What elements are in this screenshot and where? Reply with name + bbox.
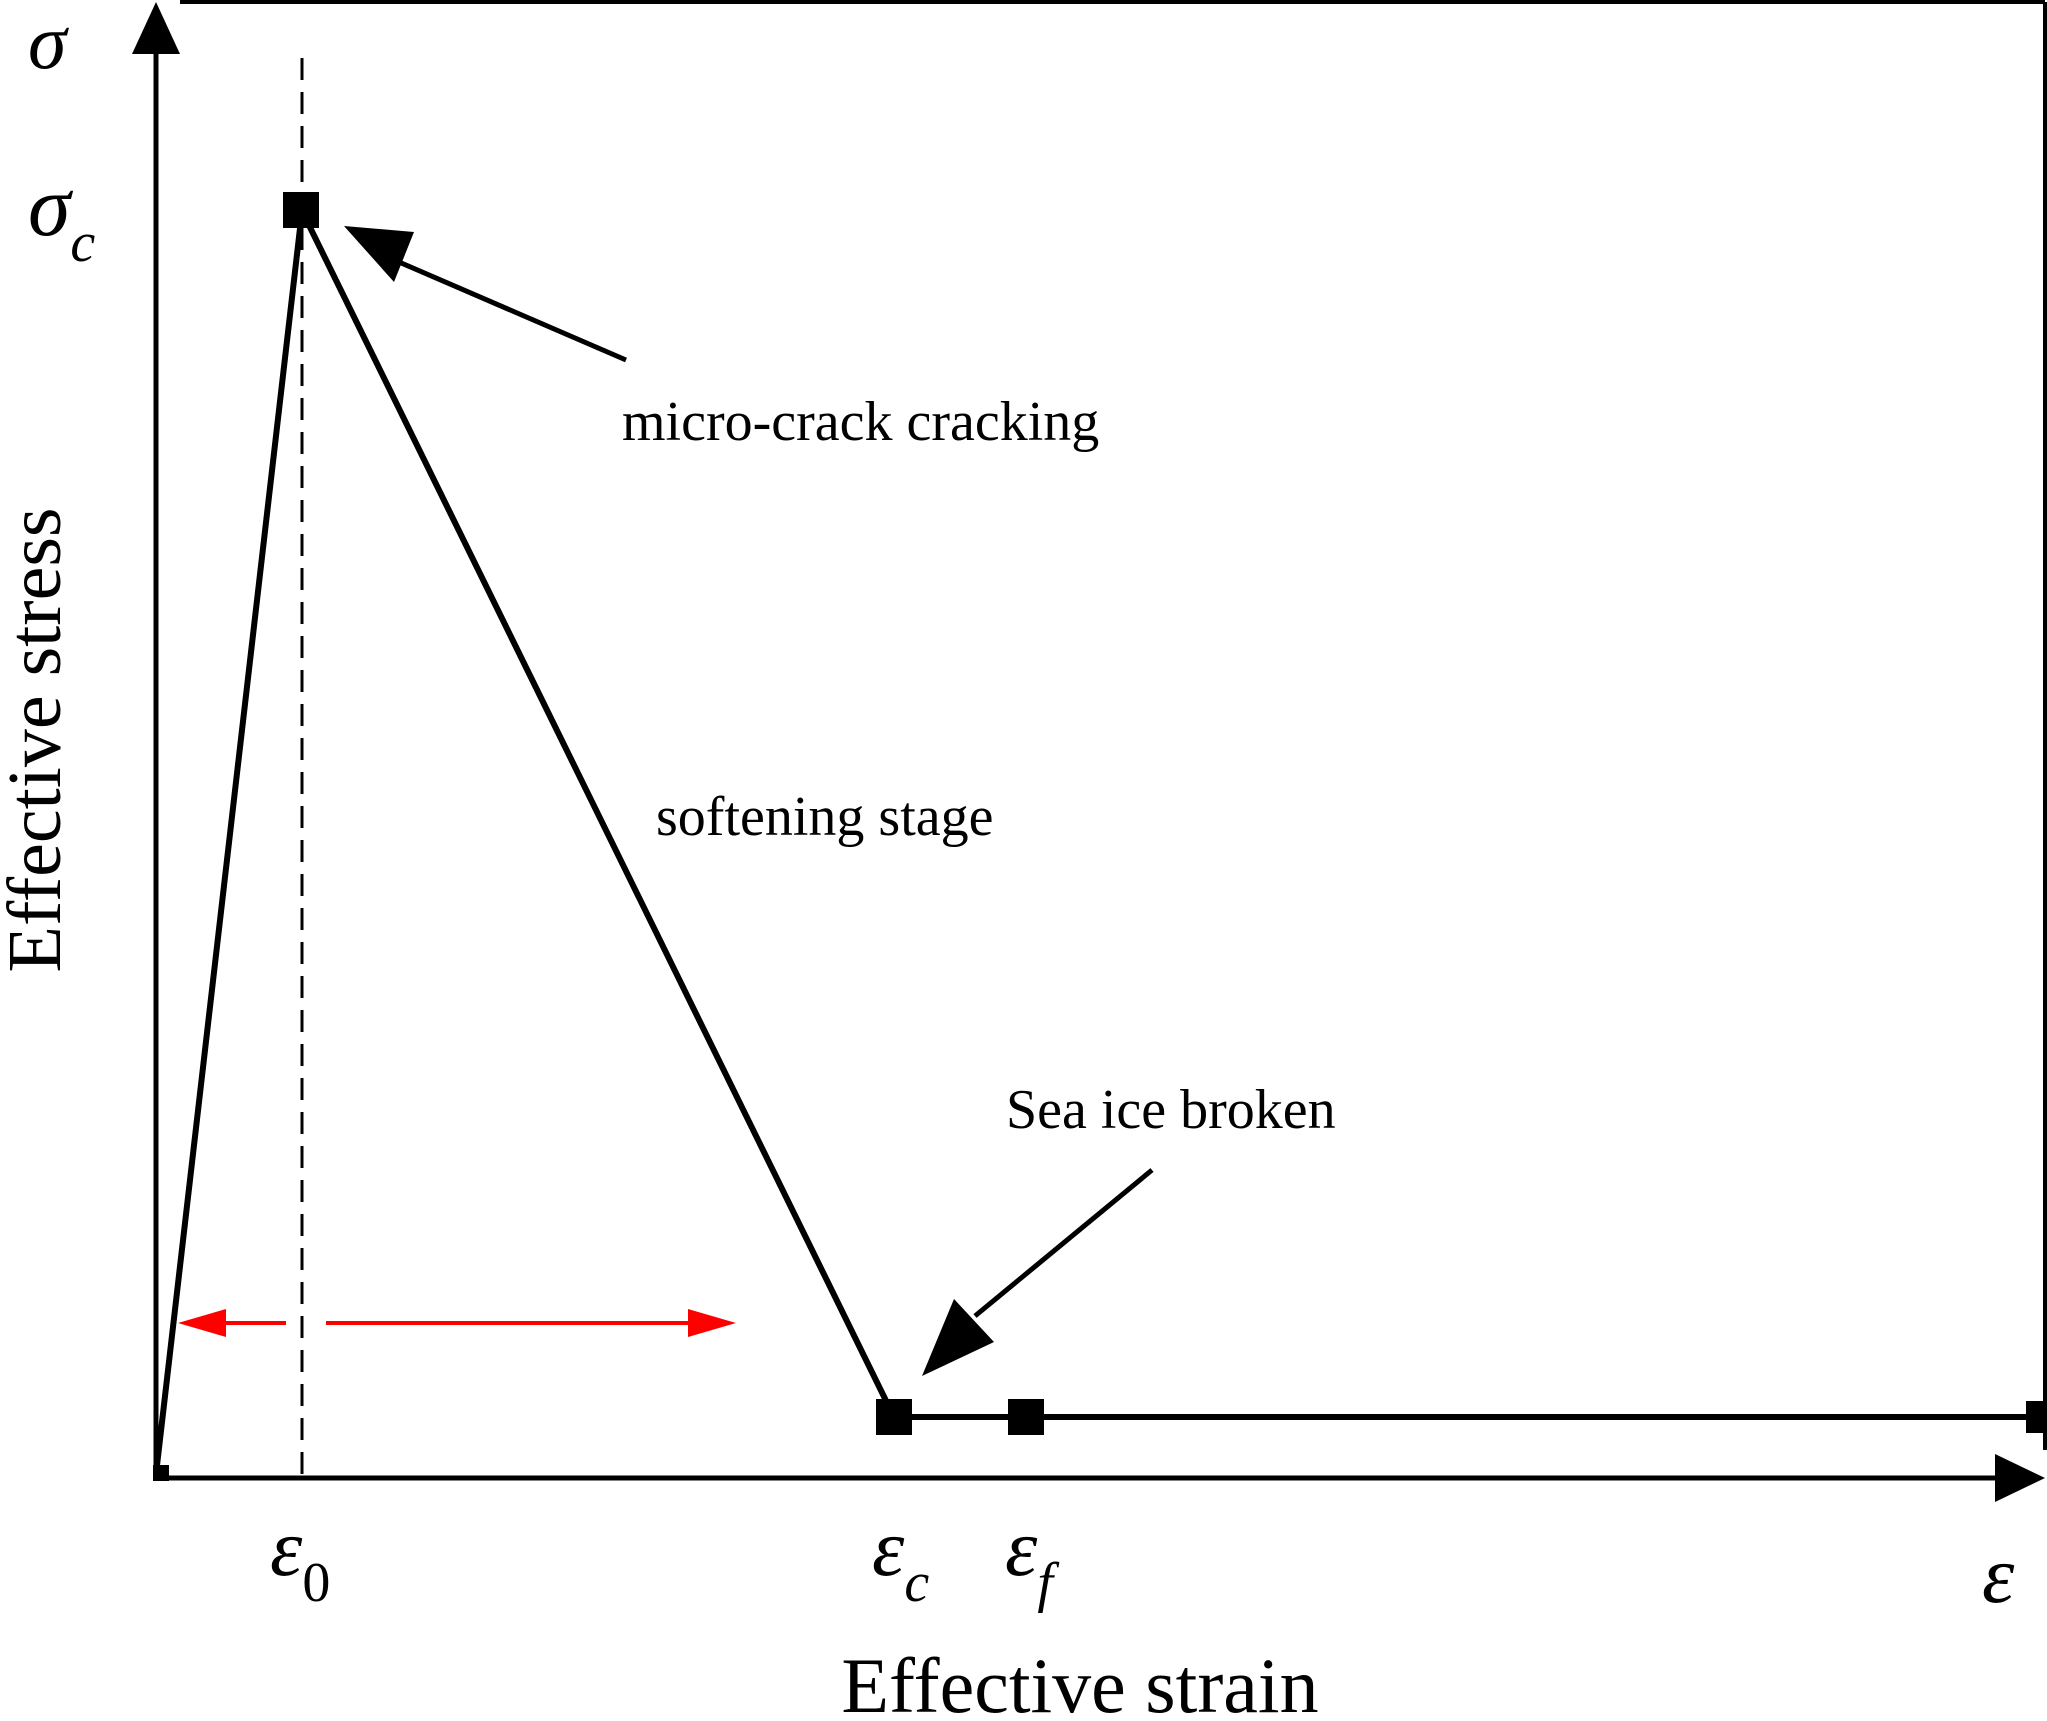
peak-stress-symbol: σ: [28, 158, 74, 254]
stress-strain-curve: [153, 200, 2040, 1475]
strain-zero-subscript: 0: [302, 1552, 330, 1614]
strain-c-label: εc: [872, 1502, 929, 1614]
annotation-arrows: [344, 226, 1154, 1376]
micro-crack-annotation: micro-crack cracking: [622, 391, 1099, 453]
softening-annotation: softening stage: [656, 786, 993, 848]
broken-arrow-shaft: [973, 1168, 1154, 1318]
end-marker: [2026, 1401, 2045, 1433]
broken-arrowhead: [922, 1299, 994, 1376]
strain-f-subscript: f: [1037, 1552, 1060, 1614]
range-arrow: [178, 1309, 736, 1337]
y-axis-arrowhead: [132, 2, 180, 54]
peak-marker: [283, 192, 319, 228]
strain-c-subscript: c: [904, 1552, 929, 1614]
y-axis-title: Effective stress: [0, 508, 77, 973]
x-axis-arrowhead: [1995, 1454, 2045, 1502]
range-arrow-right-head: [688, 1309, 736, 1337]
strain-zero-symbol: ε: [270, 1502, 303, 1593]
range-arrow-left-head: [178, 1309, 226, 1337]
strain-f-symbol: ε: [1005, 1502, 1038, 1593]
micro-crack-arrow-shaft: [384, 253, 627, 363]
strain-c-symbol: ε: [872, 1502, 905, 1593]
plot-frame: [132, 0, 2047, 1502]
peak-stress-label: σc: [28, 158, 95, 274]
x-axis-title: Effective strain: [841, 1642, 1318, 1721]
strain-f-marker: [1008, 1399, 1044, 1435]
origin-marker: [153, 1465, 169, 1481]
strain-zero-label: ε0: [270, 1502, 330, 1614]
strain-f-label: εf: [1005, 1502, 1060, 1614]
micro-crack-arrowhead: [344, 226, 414, 282]
peak-stress-subscript: c: [70, 212, 95, 274]
x-axis-symbol: ε: [1982, 1529, 2015, 1620]
curve-markers: [153, 192, 2045, 1481]
strain-c-marker: [876, 1399, 912, 1435]
y-axis-symbol: σ: [28, 0, 69, 85]
broken-annotation: Sea ice broken: [1006, 1079, 1336, 1141]
